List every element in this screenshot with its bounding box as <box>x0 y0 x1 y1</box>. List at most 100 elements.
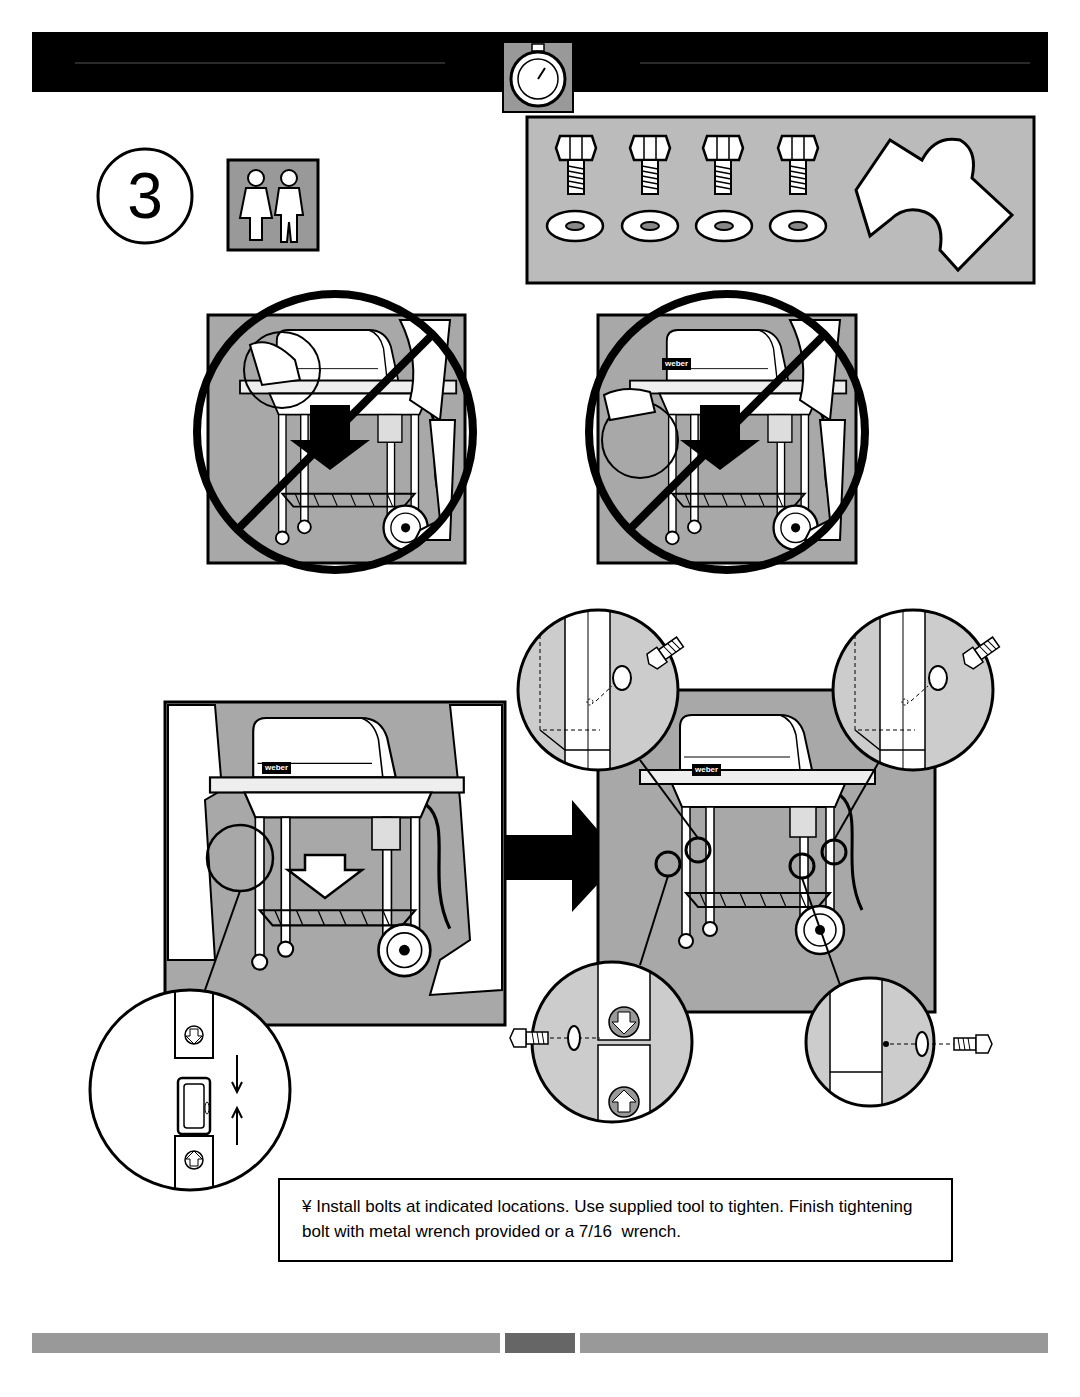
brand-label: weber <box>262 762 291 774</box>
illustration-part <box>430 705 502 995</box>
illustration-part <box>856 139 1012 270</box>
illustration-part <box>185 1151 203 1169</box>
illustration-part <box>622 211 678 241</box>
illustration-part <box>527 117 1034 283</box>
illustration-part <box>911 686 928 701</box>
illustration-part <box>770 211 826 241</box>
illustration-part <box>248 170 264 186</box>
illustration-part <box>281 170 297 186</box>
illustration-part <box>205 1102 209 1114</box>
illustration-part <box>275 188 303 242</box>
lift-panel <box>165 702 505 1025</box>
illustration-part <box>90 990 290 1190</box>
illustration-part <box>240 188 272 240</box>
illustration-part <box>510 1029 548 1047</box>
illustration-part <box>205 891 240 990</box>
illustration-part <box>186 1151 202 1166</box>
zoom-detail <box>833 600 1001 780</box>
illustration-part <box>960 635 1001 672</box>
illustration-part <box>288 855 362 898</box>
illustration-part <box>505 1333 575 1353</box>
illustration-part <box>790 854 814 878</box>
illustration-part <box>609 1007 639 1037</box>
illustration-part <box>686 838 710 862</box>
header-bar <box>32 32 1048 112</box>
illustration-part <box>197 294 473 570</box>
step-number-text: 3 <box>127 164 163 228</box>
illustration-part <box>830 1071 882 1073</box>
illustration-part <box>790 320 840 420</box>
illustration-part <box>855 600 915 730</box>
illustration-part <box>833 610 993 770</box>
step-number: 3 <box>96 147 194 245</box>
illustration-part <box>805 420 845 540</box>
wrong-method-panel <box>197 294 473 570</box>
illustration-part <box>596 686 612 701</box>
illustration-part <box>587 699 593 705</box>
illustration-part <box>236 1055 238 1090</box>
instruction-box: ¥ Install bolts at indicated locations. … <box>278 1178 953 1262</box>
illustration-part <box>168 705 222 960</box>
illustration-part <box>640 63 1030 64</box>
illustration-part <box>184 1084 204 1128</box>
illustration-part <box>589 294 865 570</box>
illustration-part <box>547 211 603 241</box>
illustration-part <box>540 600 600 730</box>
illustration-part <box>175 990 213 1058</box>
illustration-part <box>186 1029 202 1044</box>
illustration-part <box>656 852 680 876</box>
illustration-part <box>540 730 610 750</box>
illustration-part <box>32 1333 500 1353</box>
illustration-part <box>902 699 908 705</box>
illustration-part <box>210 718 464 976</box>
illustration-part <box>640 715 875 954</box>
illustration-part <box>644 635 685 672</box>
illustration-part <box>630 136 670 194</box>
illustration-part <box>903 600 904 780</box>
illustration-part <box>503 42 573 112</box>
illustration-part <box>244 332 320 408</box>
hardware-box <box>527 117 1034 283</box>
brand-label: weber <box>662 358 691 370</box>
illustration-part <box>802 878 840 985</box>
illustration-part <box>703 136 743 194</box>
illustration-part <box>75 63 445 64</box>
zoom-detail <box>806 970 992 1110</box>
illustration-part <box>916 1032 928 1056</box>
illustration-part <box>880 600 925 780</box>
illustration-part <box>830 970 882 1110</box>
illustration-part <box>532 962 692 1122</box>
illustration-part <box>518 59 558 99</box>
illustration-part <box>556 136 596 194</box>
illustration-part <box>400 320 450 420</box>
illustration-part <box>883 1041 889 1047</box>
illustration-part <box>604 389 655 420</box>
illustration-part <box>165 702 505 1025</box>
illustration-part <box>185 1026 203 1044</box>
zoom-detail <box>90 990 290 1196</box>
illustration-part <box>612 1090 636 1112</box>
illustration-part <box>598 960 650 1125</box>
illustration-part <box>629 334 825 530</box>
illustration-part <box>696 211 752 241</box>
illustration-part <box>830 970 889 1110</box>
illustration-part <box>228 160 318 250</box>
illustration-part <box>232 1108 242 1118</box>
illustration-part <box>90 990 290 1190</box>
illustration-part <box>565 600 610 780</box>
illustration-part <box>834 760 880 840</box>
wrong-method-panel <box>589 294 865 570</box>
illustration-part <box>598 960 650 1040</box>
illustration-part <box>640 760 698 838</box>
illustration-part <box>236 1110 238 1145</box>
illustration-part <box>778 136 818 194</box>
instruction-text: ¥ Install bolts at indicated locations. … <box>302 1195 929 1244</box>
illustration-part <box>237 334 433 530</box>
illustration-part <box>806 978 934 1106</box>
illustration-part <box>532 44 544 51</box>
illustration-part <box>612 1012 636 1034</box>
illustration-part <box>538 68 545 79</box>
illustration-part <box>613 666 631 690</box>
two-person-icon <box>228 160 318 250</box>
